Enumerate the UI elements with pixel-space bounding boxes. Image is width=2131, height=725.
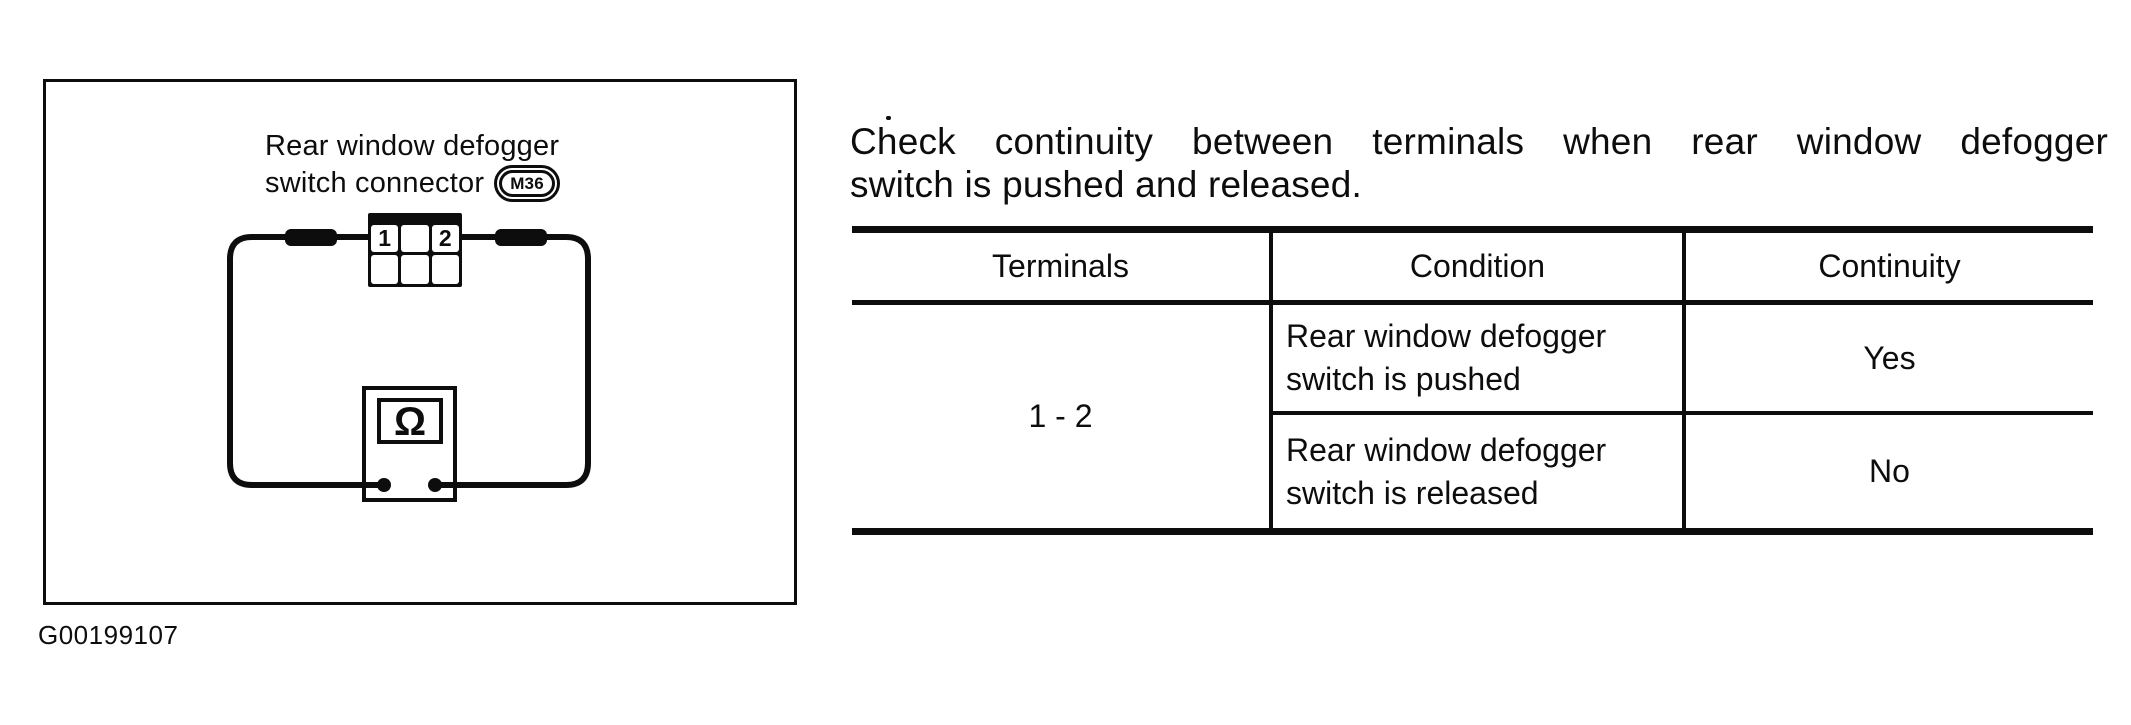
cell-continuity-pushed: Yes bbox=[1686, 305, 2093, 415]
connector-label-line2: switch connector bbox=[265, 167, 485, 199]
connector-cell bbox=[431, 255, 459, 284]
connector-cell bbox=[401, 225, 429, 252]
condition-line: Rear window defogger bbox=[1286, 318, 1607, 354]
instruction-line-1: Check continuity between terminals when … bbox=[850, 121, 2108, 162]
condition-line: switch is pushed bbox=[1286, 361, 1521, 397]
connector-label: Rear window defogger switch connector M3… bbox=[265, 128, 560, 202]
diagram-panel: Rear window defogger switch connector M3… bbox=[43, 79, 797, 605]
right-probe-plug-icon bbox=[495, 229, 547, 246]
instruction-line-2: switch is pushed and released. bbox=[850, 164, 1362, 205]
col-header-continuity: Continuity bbox=[1686, 233, 2093, 305]
col-header-terminals: Terminals bbox=[852, 233, 1273, 305]
ohmmeter: Ω bbox=[362, 386, 457, 502]
connector-cell bbox=[401, 255, 429, 284]
connector-id-text: M36 bbox=[499, 170, 555, 197]
continuity-table: Terminals Condition Continuity 1 - 2 Rea… bbox=[852, 226, 2093, 535]
condition-line: switch is released bbox=[1286, 474, 1539, 511]
cell-condition-pushed: Rear window defogger switch is pushed bbox=[1273, 305, 1686, 415]
scan-speck bbox=[886, 116, 891, 120]
connector-id-badge: M36 bbox=[494, 165, 560, 202]
ohmmeter-display: Ω bbox=[377, 398, 443, 444]
cell-continuity-released: No bbox=[1869, 453, 1910, 489]
instruction-text: Check continuity between terminals when … bbox=[850, 120, 2108, 206]
col-header-condition: Condition bbox=[1273, 233, 1686, 305]
left-probe-plug-icon bbox=[285, 229, 337, 246]
switch-connector: 1 2 bbox=[368, 213, 462, 287]
connector-cell bbox=[371, 255, 399, 284]
cell-condition-released: Rear window defogger switch is released bbox=[1273, 415, 1686, 528]
omega-symbol: Ω bbox=[393, 399, 427, 444]
connector-label-line1: Rear window defogger bbox=[265, 130, 560, 162]
connector-pin-2: 2 bbox=[431, 225, 459, 252]
left-probe-wire bbox=[227, 234, 384, 488]
figure-id: G00199107 bbox=[38, 620, 179, 650]
cell-terminals: 1 - 2 bbox=[852, 305, 1273, 528]
connector-pin-1: 1 bbox=[371, 225, 399, 252]
condition-line: Rear window defogger bbox=[1286, 431, 1607, 468]
